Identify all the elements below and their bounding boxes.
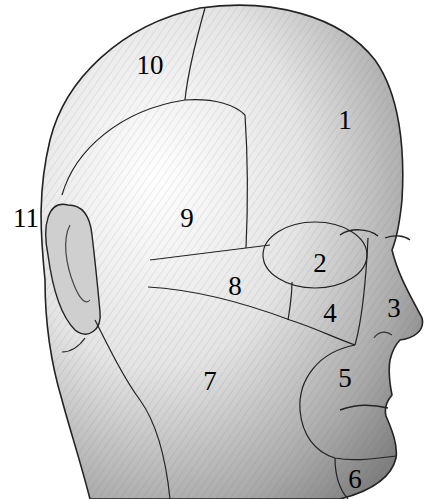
- region-number: 3: [387, 295, 401, 322]
- region-number: 6: [348, 466, 362, 493]
- region-number: 9: [180, 205, 194, 232]
- region-number: 11: [13, 205, 39, 232]
- ear: [46, 204, 100, 334]
- region-number: 2: [313, 250, 327, 277]
- head-outline: [41, 5, 422, 499]
- region-number: 5: [338, 365, 352, 392]
- region-number: 1: [338, 107, 352, 134]
- region-number: 7: [203, 368, 217, 395]
- region-lines: [62, 8, 396, 499]
- region-number: 10: [137, 52, 164, 79]
- region-number: 8: [228, 273, 242, 300]
- region-number: 4: [323, 300, 337, 327]
